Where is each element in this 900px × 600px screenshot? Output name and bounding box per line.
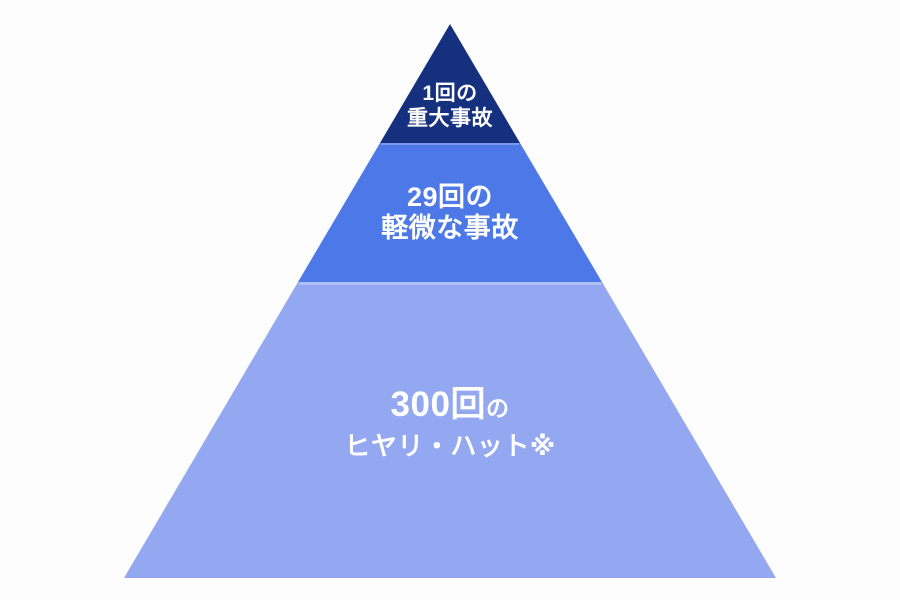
tier-middle-shape — [298, 143, 602, 282]
tier-top-shape — [380, 24, 520, 143]
tier-bottom-shape — [124, 282, 776, 578]
